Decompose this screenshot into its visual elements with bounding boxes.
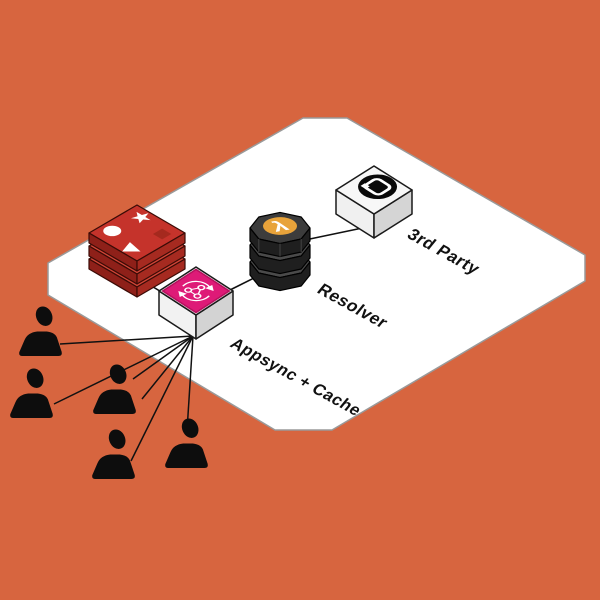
appsync-node <box>184 287 193 293</box>
thirdparty-logo-ring <box>363 178 392 196</box>
thirdparty-logo-disc <box>358 174 398 200</box>
aws-appsync-icon <box>158 266 234 340</box>
redis-slab-right <box>136 245 186 285</box>
aws-lambda-stack-icon: λ <box>249 211 311 292</box>
isometric-plane <box>47 117 586 431</box>
redis-slab-right <box>136 232 186 272</box>
lambda-disk-side <box>249 244 311 275</box>
third-party-api-icon <box>335 165 413 239</box>
appsync-node <box>197 284 206 291</box>
user-connector <box>141 335 194 400</box>
lambda-disk-side <box>249 261 311 292</box>
redis-slab-right <box>136 258 186 298</box>
appsync-arrowhead <box>205 285 214 291</box>
appsync-node <box>193 293 202 299</box>
redis-stack-icon <box>88 204 186 298</box>
redis-circle-shape <box>103 225 122 237</box>
redis-star-shape <box>130 211 151 224</box>
thirdparty-logo-tab <box>360 183 370 189</box>
redis-triangle-shape <box>122 242 141 252</box>
user-connector <box>59 335 194 345</box>
appsync-node-triangle <box>187 287 203 297</box>
user-connector <box>186 335 194 432</box>
user-connector <box>130 335 194 462</box>
appsync-logo-face <box>161 268 231 314</box>
lambda-disk-side <box>249 227 311 258</box>
lambda-badge <box>263 217 297 235</box>
user-connector <box>132 335 194 380</box>
appsync-sync-arc <box>182 280 211 288</box>
appsync-sync-arc <box>181 294 210 302</box>
appsync-arrowhead <box>178 291 187 297</box>
